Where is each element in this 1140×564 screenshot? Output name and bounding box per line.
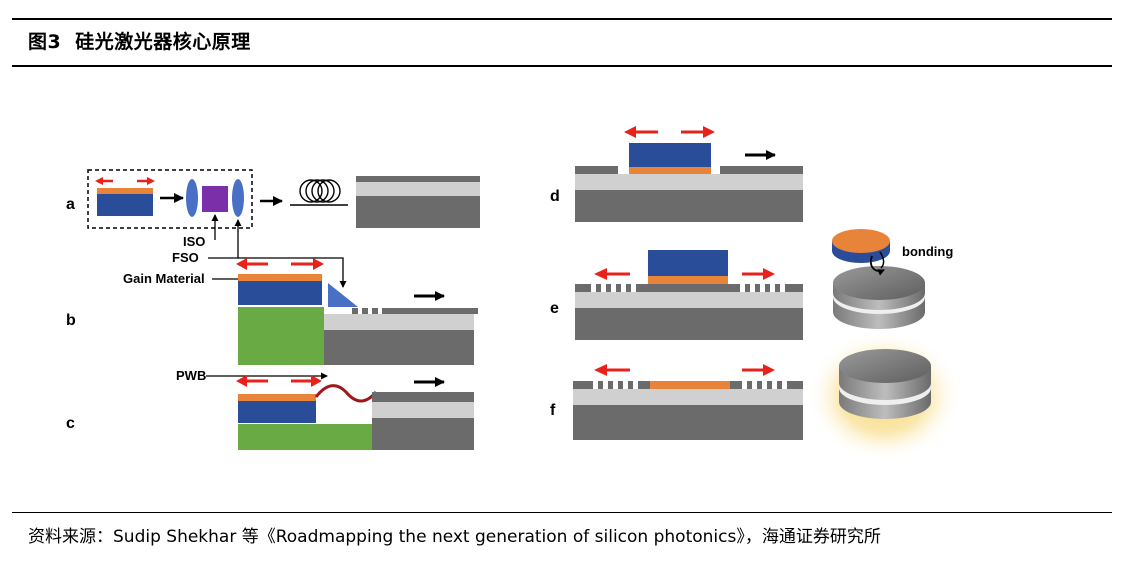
fso-leader — [208, 219, 242, 259]
laser-chip-b — [238, 274, 322, 305]
dashed-laser-module — [87, 169, 253, 229]
fso-leader-b — [238, 257, 347, 288]
panel-label-d: d — [550, 188, 560, 205]
glowing-wafer-illustration — [806, 330, 962, 462]
panel-a: ISO FSO — [87, 169, 480, 265]
source-note: 资料来源：Sudip Shekhar 等《Roadmapping the nex… — [28, 527, 881, 547]
lens-icon-2 — [232, 179, 244, 217]
label-pwb: PWB — [176, 368, 206, 383]
silicon-chip-e — [575, 292, 803, 340]
panel-label-c: c — [66, 415, 75, 432]
isolator-icon — [202, 186, 228, 212]
laser-chip-d — [629, 143, 711, 167]
wafer-top — [839, 349, 931, 383]
silicon-chip-d — [575, 166, 803, 222]
silicon-chip-b — [324, 314, 474, 365]
silicon-chip-a — [356, 176, 480, 228]
figure-title: 图3 硅光激光器核心原理 — [28, 27, 251, 54]
submount-b — [238, 307, 324, 365]
grating-right-f — [730, 381, 803, 389]
panel-d — [575, 126, 803, 222]
top-rule — [12, 18, 1112, 20]
silicon-chip-c — [372, 392, 474, 450]
red-double-arrow-f — [594, 364, 775, 376]
grating-left-e — [575, 284, 648, 292]
red-double-arrow-d — [624, 126, 715, 138]
submount-c — [238, 424, 372, 450]
laser-chip-a — [97, 188, 153, 216]
panel-c: PWB — [176, 368, 474, 450]
title-rule — [12, 65, 1112, 67]
panel-label-b: b — [66, 312, 76, 329]
laser-chip-e — [648, 250, 728, 276]
panel-b: Gain Material — [123, 257, 478, 365]
prism-coupler — [328, 283, 358, 307]
panel-f — [573, 364, 803, 440]
figure-title-text: 硅光激光器核心原理 — [75, 31, 251, 53]
panel-e — [575, 250, 803, 340]
red-double-arrow-a — [95, 177, 155, 185]
bonded-chip-die — [832, 229, 890, 263]
figure-number: 图3 — [28, 31, 62, 53]
red-double-arrow-b — [236, 258, 324, 270]
label-gain-material: Gain Material — [123, 271, 205, 286]
wafer-bonding-illustration: bonding — [832, 229, 953, 329]
lens-icon-1 — [186, 179, 198, 217]
gain-layer-f — [650, 381, 730, 389]
grating-left-f — [573, 381, 650, 389]
photonic-wire-bond — [314, 384, 378, 403]
wafer-interlayer — [839, 383, 931, 405]
label-bonding: bonding — [902, 244, 953, 259]
waveguide-center-e — [648, 284, 728, 292]
laser-chip-c — [238, 394, 316, 423]
label-iso: ISO — [183, 234, 205, 249]
red-double-arrow-c — [236, 375, 322, 387]
silicon-chip-f — [573, 389, 803, 440]
gain-layer-d — [629, 167, 711, 174]
wafer-stack — [833, 266, 925, 329]
red-double-arrow-e — [594, 268, 775, 280]
panel-label-a: a — [66, 196, 75, 213]
fiber-coil-icon — [290, 179, 348, 206]
grating-coupler-b — [352, 308, 478, 314]
bonding-arrow — [870, 255, 885, 276]
panel-label-e: e — [550, 300, 559, 317]
panel-label-f: f — [550, 402, 556, 419]
bonding-arrow-2 — [879, 251, 885, 269]
label-fso: FSO — [172, 250, 199, 265]
source-rule — [12, 512, 1112, 513]
gain-layer-e — [648, 276, 728, 284]
grating-right-e — [728, 284, 803, 292]
